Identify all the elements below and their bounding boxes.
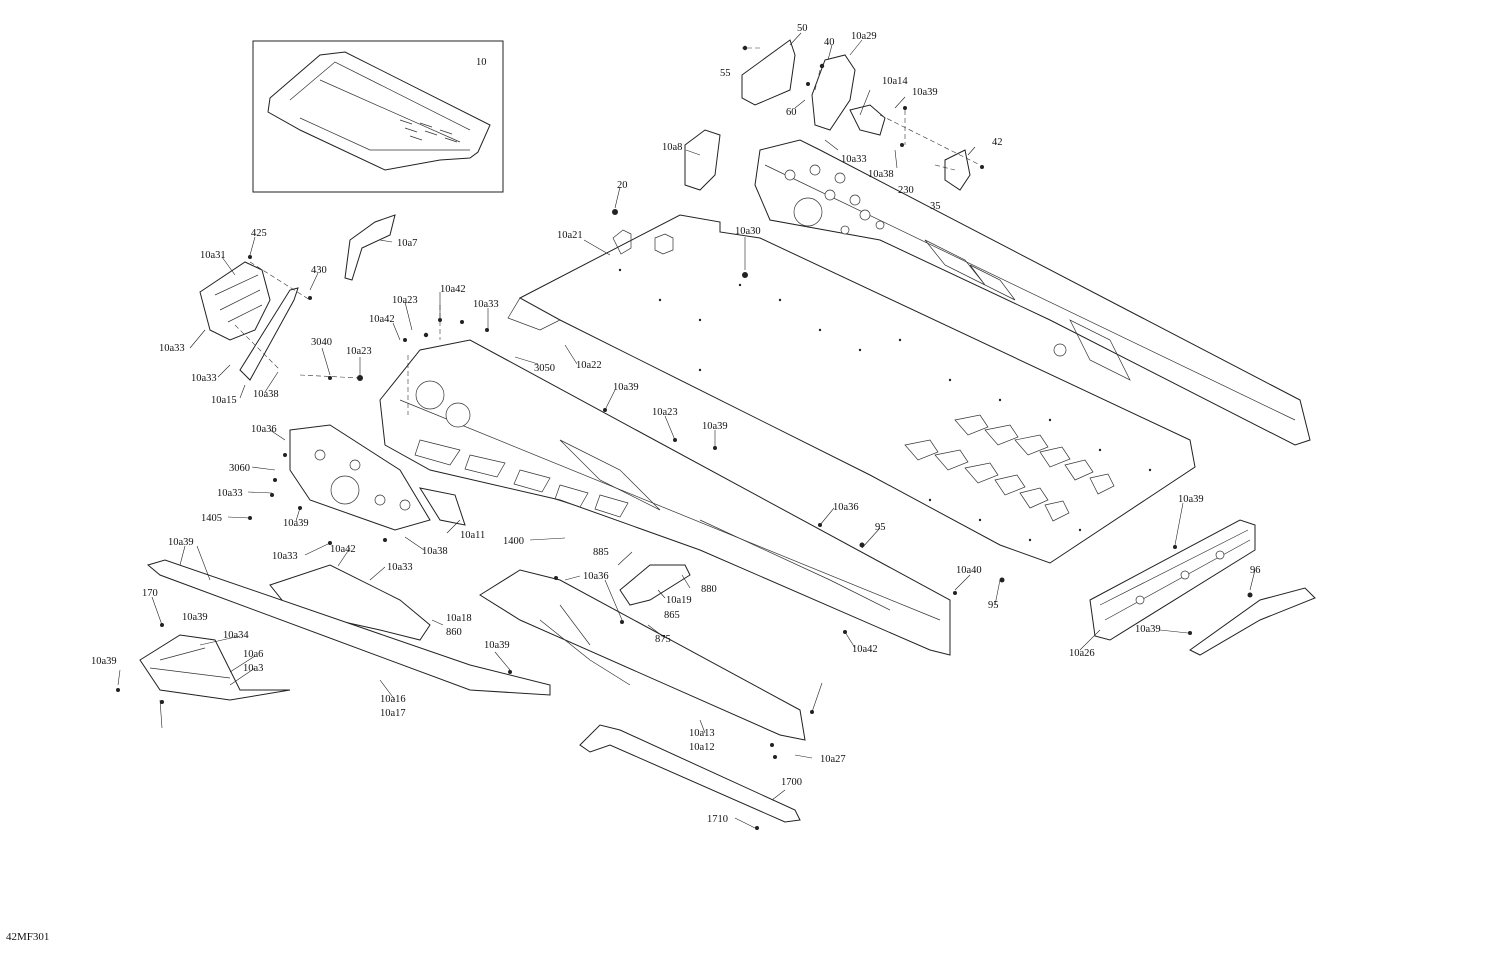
callout-50: 50 [797, 23, 808, 34]
callout-10a23: 10a23 [346, 346, 372, 357]
callout-10a42: 10a42 [369, 314, 395, 325]
callout-10a39: 10a39 [91, 656, 117, 667]
callout-10a36: 10a36 [583, 571, 609, 582]
callout-35: 35 [930, 201, 941, 212]
callout-10a13: 10a13 [689, 728, 715, 739]
left-side-rail [379, 339, 951, 656]
callout-1710: 1710 [707, 814, 728, 825]
callout-10a39: 10a39 [182, 612, 208, 623]
callout-10a18: 10a18 [446, 613, 472, 624]
callout-10a39: 10a39 [613, 382, 639, 393]
callout-1405: 1405 [201, 513, 222, 524]
callout-10a16: 10a16 [380, 694, 406, 705]
callout-425: 425 [251, 228, 267, 239]
callout-10a39: 10a39 [484, 640, 510, 651]
callout-1700: 1700 [781, 777, 802, 788]
fastener-dots [116, 45, 1253, 830]
callout-60: 60 [786, 107, 797, 118]
callout-10a33: 10a33 [191, 373, 217, 384]
callout-96: 96 [1250, 565, 1261, 576]
callout-875: 875 [655, 634, 671, 645]
callout-labels: 50 40 10a29 55 10a14 10a39 60 10a33 42 10a8 10a38 2… [91, 23, 1261, 825]
callout-3060: 3060 [229, 463, 250, 474]
callout-865: 865 [664, 610, 680, 621]
callout-170: 170 [142, 588, 158, 599]
top-brackets [684, 39, 981, 191]
callout-1400: 1400 [503, 536, 524, 547]
callout-42: 42 [992, 137, 1003, 148]
inset-label: 10 [476, 57, 487, 68]
callout-885: 885 [593, 547, 609, 558]
callout-10a36: 10a36 [251, 424, 277, 435]
reference-code: 42MF301 [6, 931, 50, 943]
callout-10a38: 10a38 [868, 169, 894, 180]
callout-10a12: 10a12 [689, 742, 715, 753]
callout-10a23: 10a23 [392, 295, 418, 306]
overview-inset: 10 [252, 40, 504, 193]
callout-10a26: 10a26 [1069, 648, 1095, 659]
callout-10a42: 10a42 [330, 544, 356, 555]
callout-10a39: 10a39 [168, 537, 194, 548]
callout-40: 40 [824, 37, 835, 48]
left-brackets [199, 214, 466, 641]
callout-10a36: 10a36 [833, 502, 859, 513]
callout-10a33: 10a33 [473, 299, 499, 310]
callout-95: 95 [875, 522, 886, 533]
callout-10a33: 10a33 [387, 562, 413, 573]
callout-10a19: 10a19 [666, 595, 692, 606]
callout-10a34: 10a34 [223, 630, 249, 641]
callout-10a15: 10a15 [211, 395, 237, 406]
callout-10a29: 10a29 [851, 31, 877, 42]
callout-10a39: 10a39 [702, 421, 728, 432]
callout-10a17: 10a17 [380, 708, 406, 719]
callout-10a27: 10a27 [820, 754, 846, 765]
callout-10a42: 10a42 [440, 284, 466, 295]
callout-10a3: 10a3 [243, 663, 263, 674]
callout-10a14: 10a14 [882, 76, 908, 87]
callout-10a21: 10a21 [557, 230, 583, 241]
callout-3050: 3050 [534, 363, 555, 374]
callout-10a38: 10a38 [422, 546, 448, 557]
callout-10a30: 10a30 [735, 226, 761, 237]
callout-10a6: 10a6 [243, 649, 263, 660]
callout-10a8: 10a8 [662, 142, 682, 153]
callout-10a33: 10a33 [272, 551, 298, 562]
callout-10a39: 10a39 [1178, 494, 1204, 505]
callout-430: 430 [311, 265, 327, 276]
lower-left-parts [139, 519, 1316, 823]
callout-10a33: 10a33 [217, 488, 243, 499]
callout-860: 860 [446, 627, 462, 638]
leader-lines [117, 32, 1256, 829]
callout-10a38: 10a38 [253, 389, 279, 400]
callout-230: 230 [898, 185, 914, 196]
callout-880: 880 [701, 584, 717, 595]
callout-10a23: 10a23 [652, 407, 678, 418]
right-side-rail [754, 139, 1311, 446]
callout-95: 95 [988, 600, 999, 611]
callout-10a42: 10a42 [852, 644, 878, 655]
callout-10a40: 10a40 [956, 565, 982, 576]
callout-10a39: 10a39 [283, 518, 309, 529]
callout-10a39: 10a39 [912, 87, 938, 98]
callout-55: 55 [720, 68, 731, 79]
callout-3040: 3040 [311, 337, 332, 348]
callout-20: 20 [617, 180, 628, 191]
tunnel-plate [507, 214, 1196, 564]
callout-10a33: 10a33 [841, 154, 867, 165]
callout-10a39: 10a39 [1135, 624, 1161, 635]
callout-10a11: 10a11 [460, 530, 485, 541]
callout-10a31: 10a31 [200, 250, 226, 261]
callout-10a22: 10a22 [576, 360, 602, 371]
callout-10a33: 10a33 [159, 343, 185, 354]
callout-10a7: 10a7 [397, 238, 417, 249]
